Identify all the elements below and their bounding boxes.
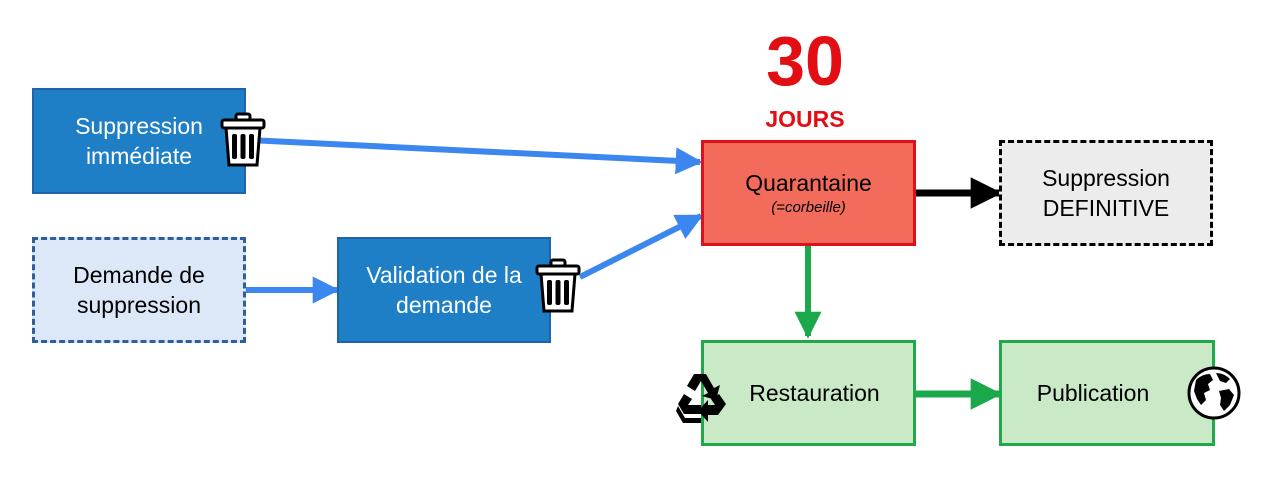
request-validation-label: Validation de la demande bbox=[366, 262, 522, 318]
request-validation-box: Validation de la demande bbox=[337, 237, 551, 343]
quarantine-label: Quarantaine bbox=[745, 170, 872, 196]
quarantine-days-number: 30 bbox=[766, 22, 844, 100]
deletion-request-box: Demande de suppression bbox=[32, 237, 246, 343]
restoration-box: Restauration bbox=[701, 340, 916, 446]
globe-icon bbox=[1187, 366, 1241, 420]
quarantine-note: (=corbeille) bbox=[771, 199, 846, 216]
trash-icon bbox=[220, 112, 266, 167]
quarantine-box: Quarantaine (=corbeille) bbox=[701, 140, 916, 246]
arrow-validation-to-quarantine bbox=[578, 213, 704, 280]
immediate-deletion-label: Suppression immédiate bbox=[75, 113, 203, 169]
definitive-deletion-box: Suppression DEFINITIVE bbox=[999, 140, 1213, 246]
restoration-label: Restauration bbox=[749, 380, 880, 406]
deletion-request-label: Demande de suppression bbox=[73, 262, 205, 318]
trash-icon bbox=[535, 258, 581, 313]
recycle-icon bbox=[676, 374, 726, 423]
definitive-deletion-label: Suppression DEFINITIVE bbox=[1042, 165, 1170, 221]
immediate-deletion-box: Suppression immédiate bbox=[32, 88, 246, 194]
quarantine-days-unit: JOURS bbox=[765, 106, 845, 132]
publication-label: Publication bbox=[1036, 380, 1150, 406]
arrow-immediate-to-quarantine bbox=[247, 137, 703, 175]
publication-box: Publication bbox=[999, 340, 1215, 446]
